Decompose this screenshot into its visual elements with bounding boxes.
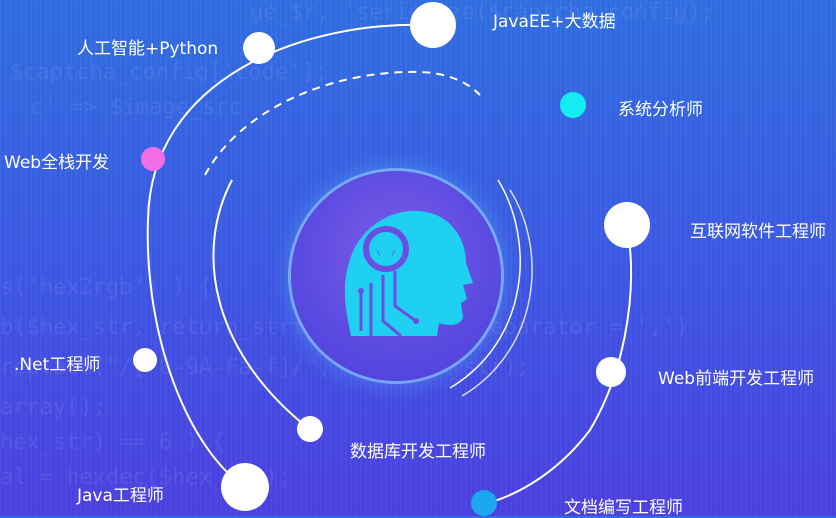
node-doc-engineer-label[interactable]: 文档编写工程师 [564,498,683,518]
node-dotnet-label[interactable]: .Net工程师 [14,355,101,375]
node-analyst-label[interactable]: 系统分析师 [618,100,703,120]
node-java-dot[interactable] [221,463,269,511]
node-web-frontend-label[interactable]: Web前端开发工程师 [658,369,815,389]
node-db-engineer-label[interactable]: 数据库开发工程师 [350,442,486,462]
node-javaee-dot[interactable] [410,2,456,48]
thin-arc-2 [461,189,533,397]
node-web-frontend-dot[interactable] [596,357,626,387]
node-db-engineer-dot[interactable] [297,416,323,442]
node-internet-engineer-label[interactable]: 互联网软件工程师 [690,222,826,242]
outer-orbit [146,23,433,488]
node-doc-engineer-dot[interactable] [471,490,497,516]
center-hub [291,171,501,381]
dashed-orbit [204,70,481,176]
node-ai-label[interactable]: 人工智能+Python [77,39,219,59]
node-analyst-dot[interactable] [560,92,586,118]
node-ai-dot[interactable] [243,32,275,64]
outer-orbit-right [483,224,633,505]
node-javaee-label[interactable]: JavaEE+大数据 [493,12,616,32]
inner-orbit [212,179,309,429]
node-internet-engineer-dot[interactable] [604,202,650,248]
ai-head-icon [344,210,473,338]
node-dotnet-dot[interactable] [133,348,157,372]
node-web-fullstack-label[interactable]: Web全栈开发 [4,153,110,173]
thin-arc-1 [449,179,521,389]
node-web-fullstack-dot[interactable] [141,147,165,171]
node-java-label[interactable]: Java工程师 [77,486,164,506]
